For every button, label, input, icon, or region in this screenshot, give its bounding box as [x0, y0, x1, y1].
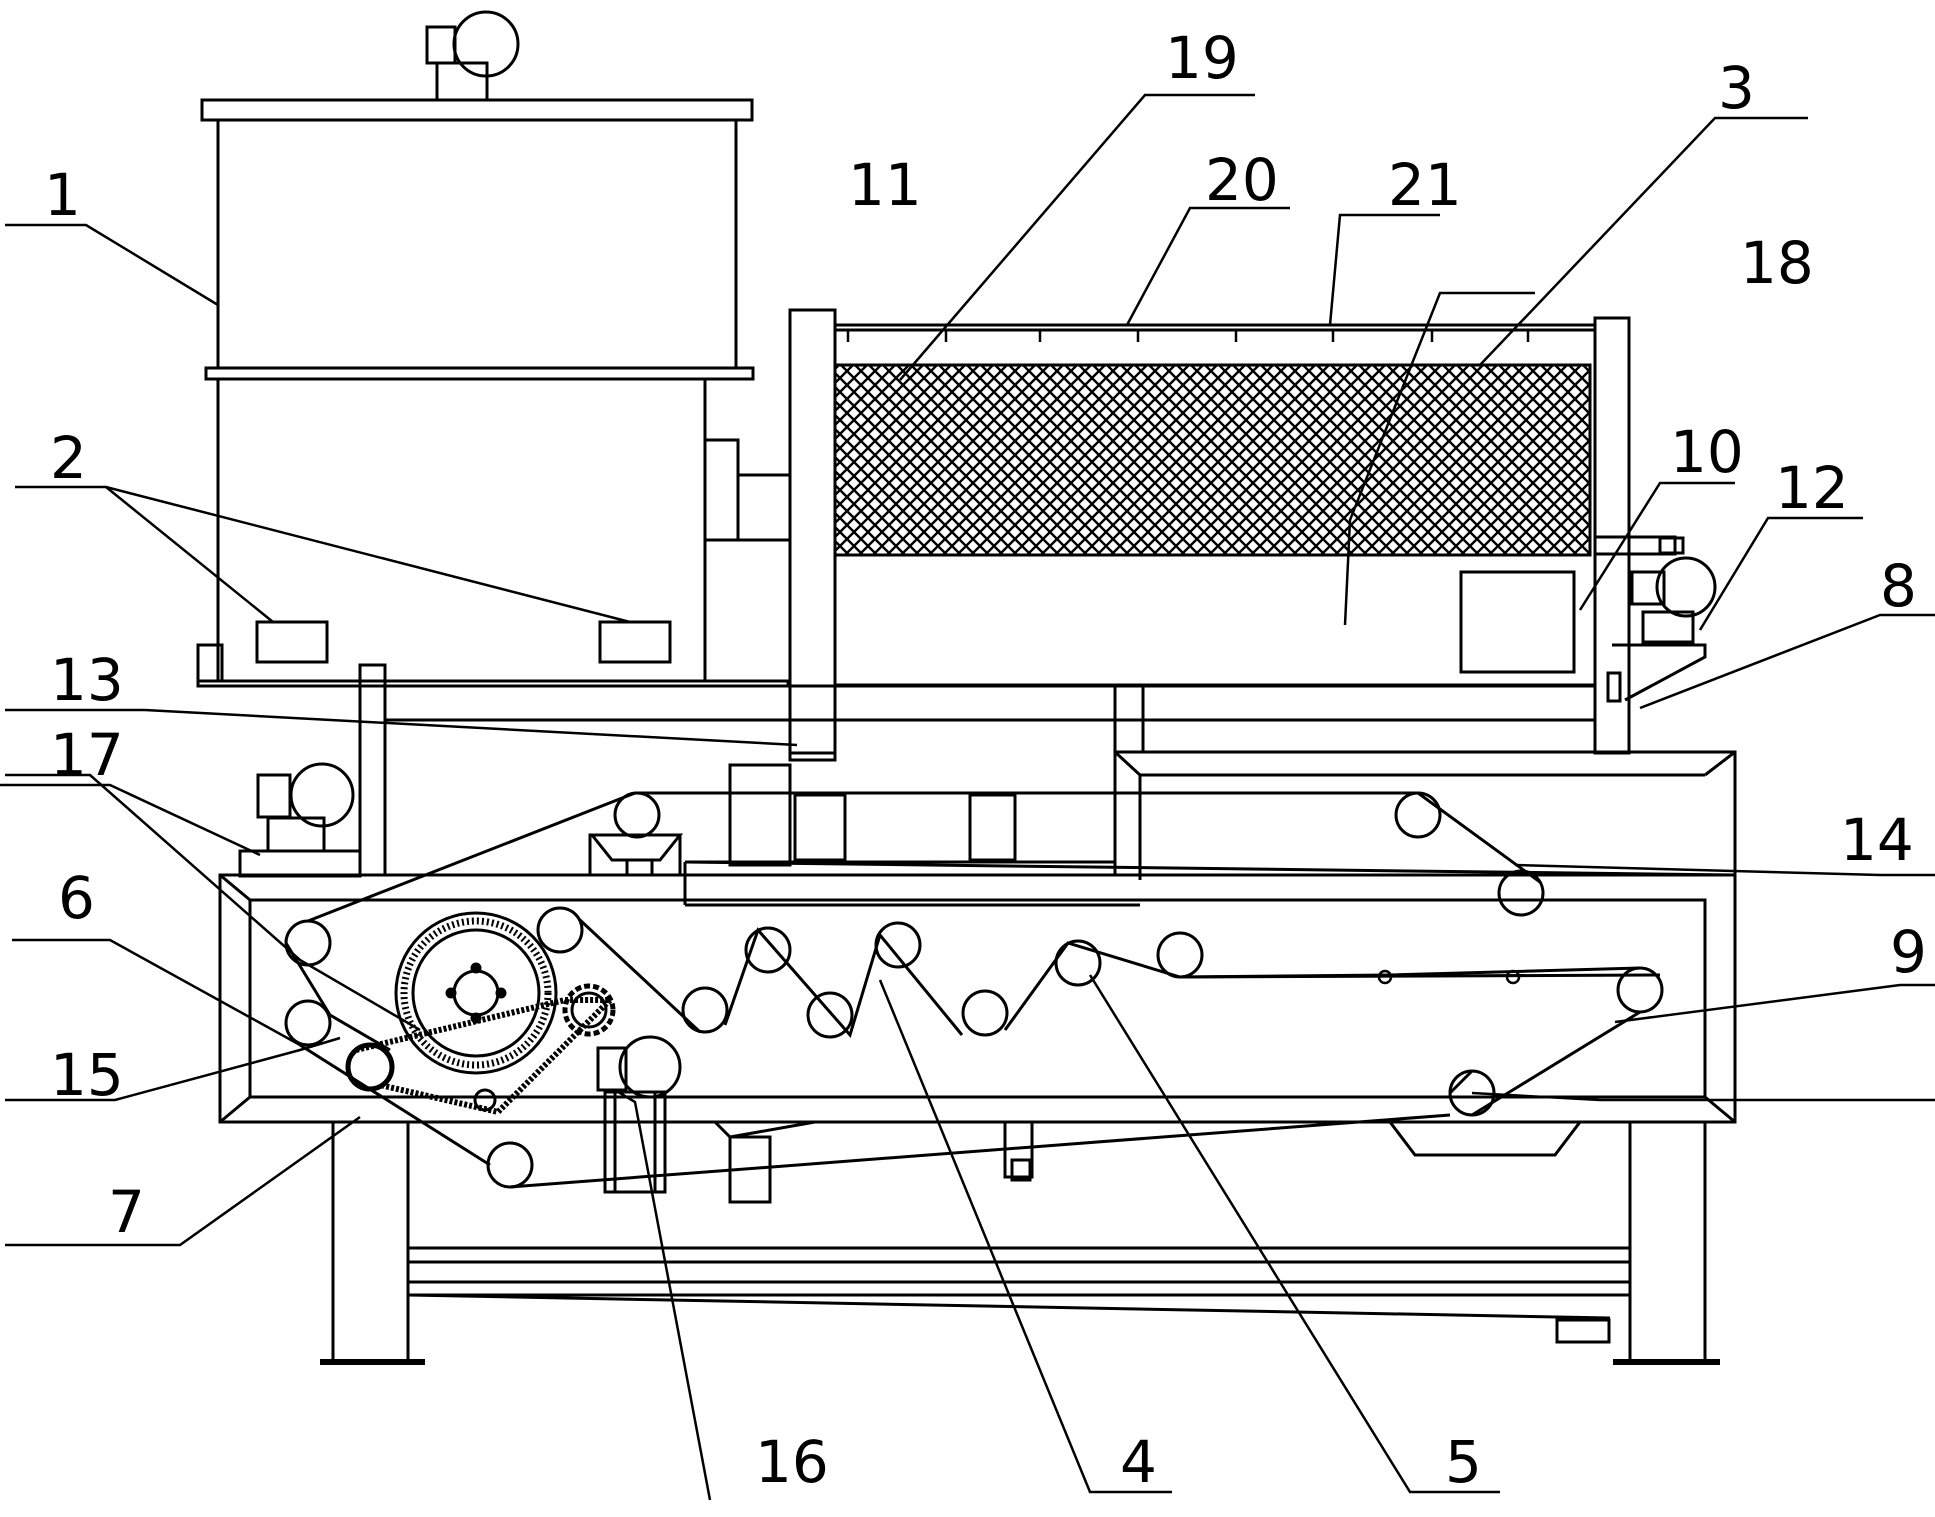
press-frame [218, 750, 1737, 1124]
label-20: 20 [1205, 146, 1279, 214]
label-19: 19 [1165, 24, 1239, 92]
label-18: 18 [1740, 229, 1814, 297]
press-rollers [284, 791, 1664, 1189]
label-11: 11 [848, 151, 922, 219]
chain-drive [345, 983, 618, 1116]
drum-drive-motor [1593, 535, 1717, 702]
part-labels: 1 2 3 4 5 6 7 8 9 10 11 12 13 14 15 16 1… [44, 24, 1927, 1496]
press-belts [284, 791, 1661, 1189]
tank-motor [425, 10, 520, 102]
label-7: 7 [108, 1178, 145, 1246]
sensor-block-right [598, 620, 672, 664]
label-5: 5 [1445, 1428, 1482, 1496]
spray-nozzles [846, 330, 1530, 342]
label-16: 16 [755, 1428, 829, 1496]
sensor-block-left [255, 620, 329, 664]
feed-chute [588, 763, 1017, 877]
squeeze-drum [394, 911, 558, 1075]
label-3: 3 [1718, 54, 1755, 122]
support-beams [358, 663, 1595, 877]
label-8: 8 [1880, 552, 1917, 620]
mixing-tank [196, 98, 790, 688]
belt-motor-16 [596, 1035, 682, 1194]
control-box [1459, 570, 1576, 674]
label-21: 21 [1388, 151, 1462, 219]
label-4: 4 [1120, 1428, 1157, 1496]
label-9: 9 [1890, 918, 1927, 986]
label-6: 6 [58, 864, 95, 932]
label-2: 2 [50, 424, 87, 492]
label-17: 17 [50, 721, 124, 789]
label-13: 13 [50, 646, 124, 714]
drum-mesh-screen [833, 363, 1592, 557]
underframe [320, 1120, 1720, 1365]
label-1: 1 [44, 161, 81, 229]
label-10: 10 [1670, 418, 1744, 486]
leader-lines [0, 93, 1935, 1501]
label-12: 12 [1775, 454, 1849, 522]
belt-drive-motor [238, 762, 362, 878]
label-14: 14 [1840, 806, 1914, 874]
label-15: 15 [50, 1041, 124, 1109]
